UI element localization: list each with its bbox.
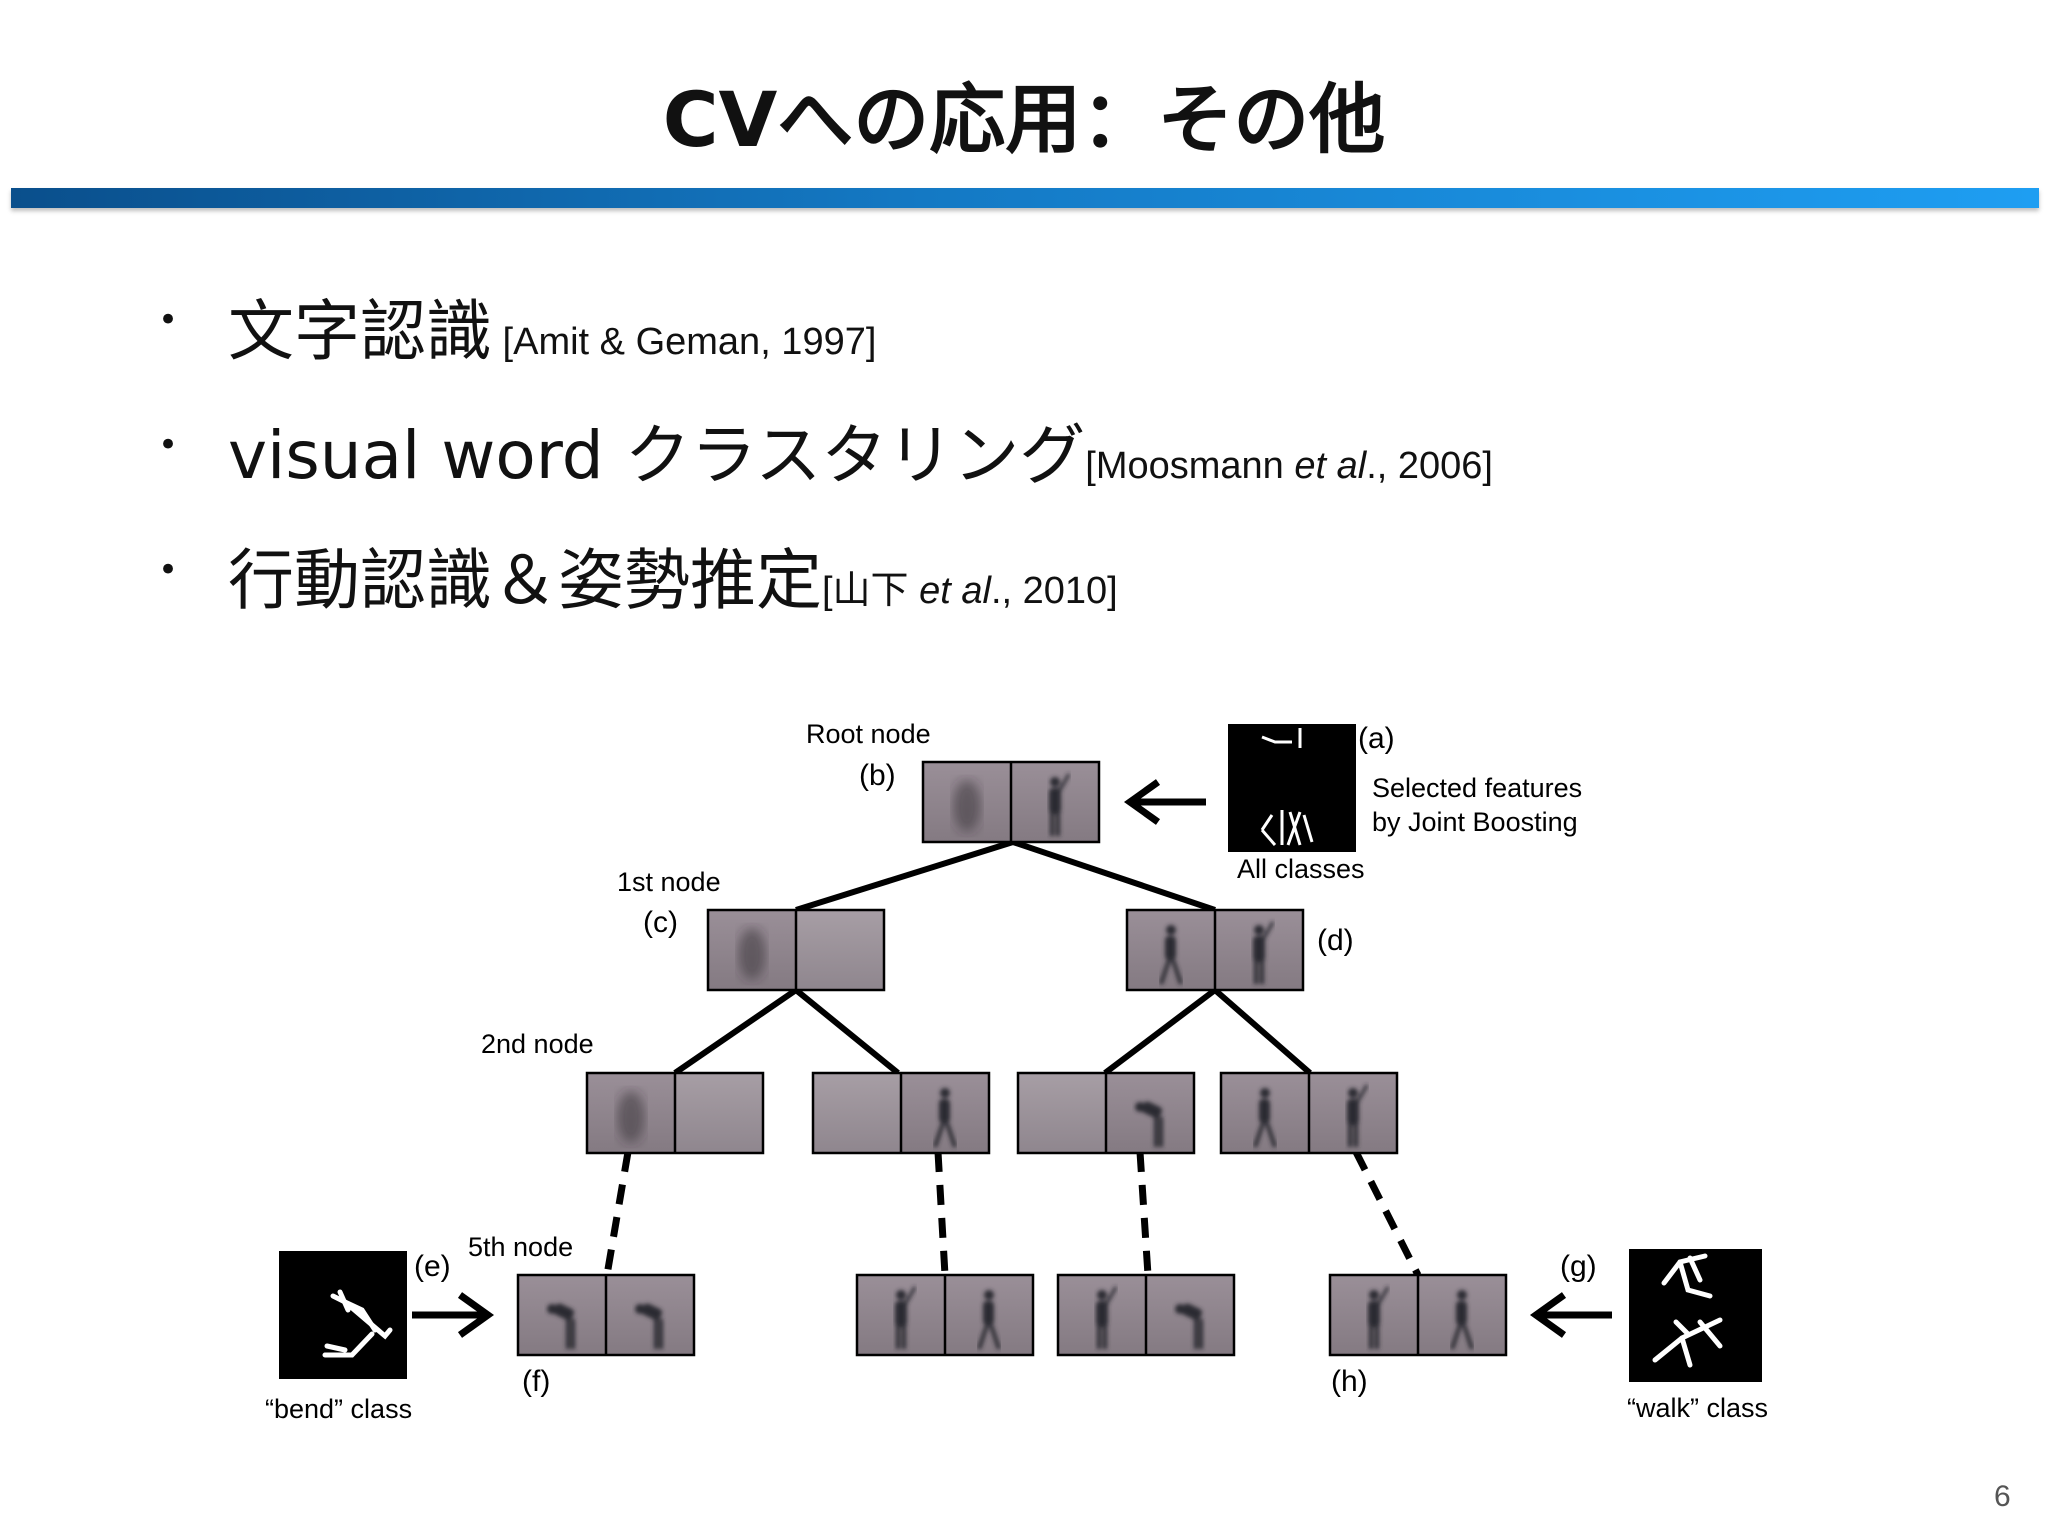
bullet-item-character-recognition: 文字認識 [Amit & Geman, 1997] [228,278,876,374]
root-node-label: Root node [806,719,931,749]
bullet-dot: • [158,300,179,340]
tree-dashed-edges [603,1150,1422,1277]
frame-pair-node-2-3 [1016,1071,1196,1155]
arrow-bend-to-leaf [412,1292,495,1338]
label-e: (e) [414,1250,451,1283]
frame-pair-node-2-2 [811,1071,991,1155]
bullet-dot: • [158,550,179,590]
label-a: (a) [1358,722,1395,755]
frame-pair-node-d [1125,908,1305,992]
bullet-item-visual-word-clustering: visual word クラスタリング[Moosmann et al., 200… [228,402,1493,498]
all-classes-caption: All classes [1237,854,1365,884]
bullet-citation: [山下 et al., 2010] [822,570,1118,612]
bend-class-caption: “bend” class [265,1394,412,1424]
arrow-from-selected-features [1123,779,1206,825]
bullet-main-text: 文字認識 [228,293,492,370]
label-b: (b) [859,759,896,792]
label-h: (h) [1331,1365,1368,1398]
label-g: (g) [1560,1250,1597,1283]
tree-edges [673,839,1312,1076]
frame-pair-leaf-f [516,1273,696,1357]
bullet-citation: [Amit & Geman, 1997] [492,321,877,363]
walk-class-caption: “walk” class [1627,1393,1768,1423]
bullet-main-text: visual word クラスタリング [228,417,1086,494]
frame-pair-node-2-1 [585,1071,765,1155]
selected-features-image [1228,724,1356,852]
frame-pair-leaf-2 [855,1273,1035,1357]
frame-pair-node-c [706,908,886,992]
second-node-label: 2nd node [481,1029,594,1059]
walk-class-image [1629,1249,1762,1382]
arrow-walk-to-leaf [1529,1292,1612,1338]
bend-class-image [279,1251,407,1379]
frame-pair-root-node [921,760,1101,844]
frame-pair-node-2-4 [1219,1071,1399,1155]
fifth-node-label: 5th node [468,1232,573,1262]
label-f: (f) [522,1365,550,1398]
label-c: (c) [643,906,678,939]
title-underline-bar [11,188,2039,208]
bullet-dot: • [158,425,179,465]
frame-pair-leaf-h [1328,1273,1508,1357]
bullet-item-action-pose-recognition: 行動認識＆姿勢推定[山下 et al., 2010] [228,527,1118,623]
selected-features-text-line2: by Joint Boosting [1372,807,1578,837]
bullet-citation: [Moosmann et al., 2006] [1085,445,1493,487]
selected-features-text-line1: Selected features [1372,773,1582,803]
label-d: (d) [1317,924,1354,957]
frame-pair-leaf-3 [1056,1273,1236,1357]
bullet-main-text: 行動認識＆姿勢推定 [228,542,822,619]
first-node-label: 1st node [617,867,721,897]
slide-title: CVへの応用：その他 [662,75,1386,164]
page-number: 6 [1994,1480,2011,1513]
